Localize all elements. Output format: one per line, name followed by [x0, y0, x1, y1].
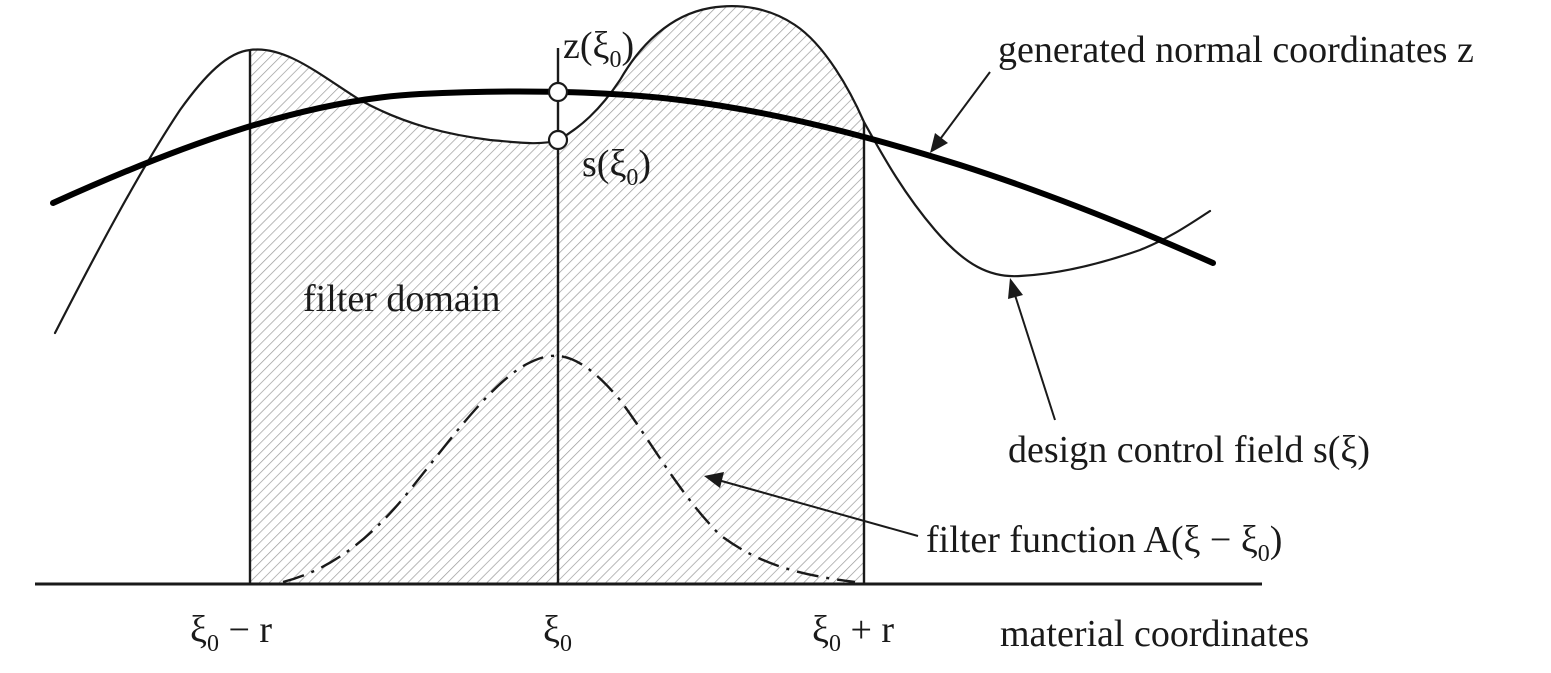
generated-normal-coordinates-label: generated normal coordinates z	[998, 29, 1474, 71]
s-xi0-label: s(ξ0)	[582, 143, 651, 191]
material-coordinates-label: material coordinates	[1000, 613, 1309, 655]
design-control-arrow-head	[1008, 278, 1023, 299]
design-control-field-curve	[53, 5, 1212, 335]
filter-function-arrow-line	[717, 479, 919, 537]
s-point	[547, 129, 569, 151]
design-control-arrow-line	[1013, 291, 1056, 421]
filter-function-arrow-head	[704, 472, 724, 488]
z-point	[547, 81, 569, 103]
filter-function-label: filter function A(ξ − ξ0)	[926, 519, 1282, 567]
generated-arrow-line	[937, 71, 991, 143]
generated-normal-coordinates-curve	[50, 88, 1216, 266]
generated-arrow-head	[930, 133, 948, 153]
z-xi0-label: z(ξ0)	[563, 25, 634, 73]
xi0-plus-r-label: ξ0 + r	[812, 609, 894, 657]
xi0-label: ξ0	[543, 609, 572, 657]
xi0-minus-r-label: ξ0 − r	[190, 609, 272, 657]
filter-domain-label: filter domain	[303, 278, 500, 320]
design-control-field-label: design control field s(ξ)	[1008, 429, 1370, 471]
